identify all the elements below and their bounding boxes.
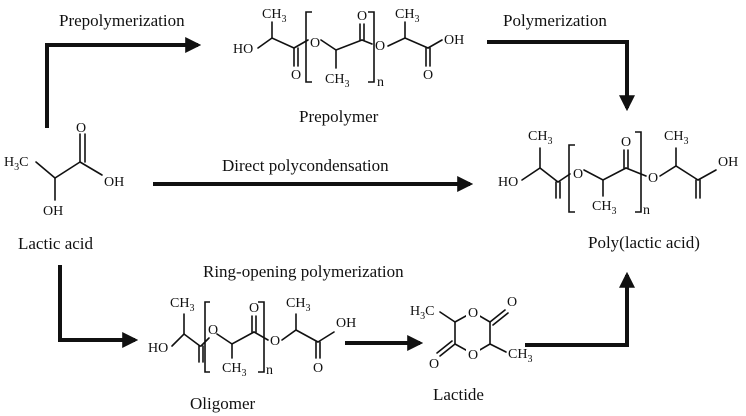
svg-text:O: O (648, 171, 658, 186)
polymerization-label: Polymerization (503, 11, 607, 30)
pla-structure: HO CH3 O CH3 O n O CH3 OH (498, 129, 738, 218)
svg-text:O: O (423, 68, 433, 83)
prepolymer-label: Prepolymer (299, 107, 379, 126)
lactide-structure: H3C O O O O CH3 (410, 295, 532, 372)
svg-text:O: O (249, 301, 259, 316)
lactide-to-pla-arrow (525, 271, 635, 347)
svg-text:OH: OH (104, 175, 124, 190)
svg-text:O: O (375, 39, 385, 54)
svg-text:CH3: CH3 (395, 7, 419, 25)
polymerization-arrow (487, 40, 635, 112)
svg-text:O: O (573, 167, 583, 182)
svg-text:H3C: H3C (4, 155, 28, 173)
direct-polycondensation-label: Direct polycondensation (222, 156, 389, 175)
ring-opening-arrow-left (58, 265, 139, 348)
lactic-acid-label: Lactic acid (18, 234, 94, 253)
svg-text:O: O (357, 9, 367, 24)
lactic-acid-structure: H3C O OH OH (4, 121, 124, 219)
svg-text:O: O (313, 361, 323, 376)
svg-text:n: n (266, 363, 273, 378)
svg-text:CH3: CH3 (262, 7, 286, 25)
svg-text:H3C: H3C (410, 304, 434, 322)
svg-text:O: O (270, 334, 280, 349)
svg-text:OH: OH (43, 204, 63, 219)
svg-text:O: O (291, 68, 301, 83)
svg-text:n: n (377, 75, 384, 90)
svg-text:OH: OH (718, 155, 738, 170)
svg-text:O: O (621, 135, 631, 150)
svg-text:O: O (208, 323, 218, 338)
svg-text:CH3: CH3 (286, 296, 310, 314)
svg-text:CH3: CH3 (664, 129, 688, 147)
svg-text:CH3: CH3 (325, 72, 349, 90)
svg-text:HO: HO (233, 42, 253, 57)
prepolymerization-arrow (45, 37, 202, 128)
svg-text:n: n (643, 203, 650, 218)
svg-text:O: O (76, 121, 86, 136)
svg-text:CH3: CH3 (528, 129, 552, 147)
svg-text:CH3: CH3 (222, 361, 246, 379)
process-arrows (45, 37, 635, 351)
svg-text:CH3: CH3 (508, 347, 532, 365)
svg-text:CH3: CH3 (170, 296, 194, 314)
ring-opening-label: Ring-opening polymerization (203, 262, 404, 281)
oligomer-label: Oligomer (190, 394, 255, 413)
svg-text:OH: OH (336, 316, 356, 331)
svg-text:CH3: CH3 (592, 199, 616, 217)
oligomer-structure: HO CH3 O CH3 O n O CH3 O OH (148, 296, 356, 379)
svg-text:O: O (468, 348, 478, 363)
svg-text:O: O (468, 306, 478, 321)
svg-text:HO: HO (148, 341, 168, 356)
svg-text:O: O (507, 295, 517, 310)
prepolymerization-label: Prepolymerization (59, 11, 185, 30)
svg-text:O: O (429, 357, 439, 372)
prepolymer-structure: HO CH3 O O CH3 O n O CH3 O OH (233, 7, 464, 90)
svg-text:HO: HO (498, 175, 518, 190)
lactide-label: Lactide (433, 385, 484, 404)
svg-text:OH: OH (444, 33, 464, 48)
pla-label: Poly(lactic acid) (588, 233, 700, 252)
svg-text:O: O (310, 36, 320, 51)
